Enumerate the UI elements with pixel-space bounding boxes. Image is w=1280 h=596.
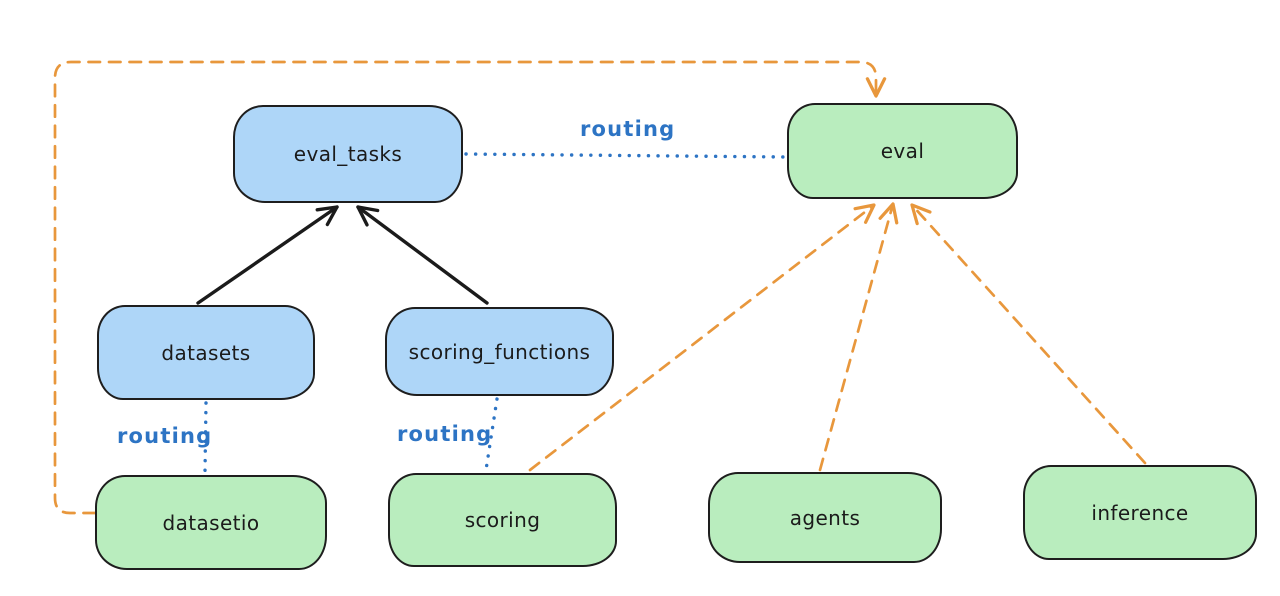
- node-datasetio: datasetio: [95, 475, 327, 570]
- node-scoring-functions-label: scoring_functions: [408, 339, 591, 364]
- edge-label-routing-left: routing: [117, 424, 213, 448]
- node-datasets-label: datasets: [161, 340, 251, 365]
- edge-label-routing-middle: routing: [397, 422, 493, 446]
- node-agents-label: agents: [789, 505, 861, 530]
- edge-datasets-to-datasetio-routing: [203, 401, 208, 473]
- node-scoring-functions: scoring_functions: [385, 307, 614, 396]
- node-inference-label: inference: [1091, 500, 1189, 525]
- edge-scoring_functions-to-eval_tasks: [356, 205, 489, 305]
- node-scoring: scoring: [388, 473, 617, 567]
- node-datasetio-label: datasetio: [162, 510, 260, 535]
- edge-datasets-to-eval_tasks: [196, 205, 339, 305]
- node-datasets: datasets: [97, 305, 315, 400]
- node-eval-tasks: eval_tasks: [233, 105, 463, 203]
- edge-datasetio-to-eval: [53, 60, 887, 515]
- node-agents: agents: [708, 472, 942, 563]
- edge-scoring-to-eval: [528, 203, 876, 472]
- node-inference: inference: [1023, 465, 1257, 560]
- edge-agents-to-eval: [818, 202, 899, 472]
- edge-eval_tasks-to-eval-routing: [464, 152, 788, 159]
- edge-label-routing-top: routing: [580, 117, 676, 141]
- node-eval: eval: [787, 103, 1018, 199]
- node-scoring-label: scoring: [464, 508, 541, 532]
- node-eval-tasks-label: eval_tasks: [293, 142, 403, 166]
- node-eval-label: eval: [880, 139, 925, 163]
- edge-inference-to-eval: [910, 203, 1147, 465]
